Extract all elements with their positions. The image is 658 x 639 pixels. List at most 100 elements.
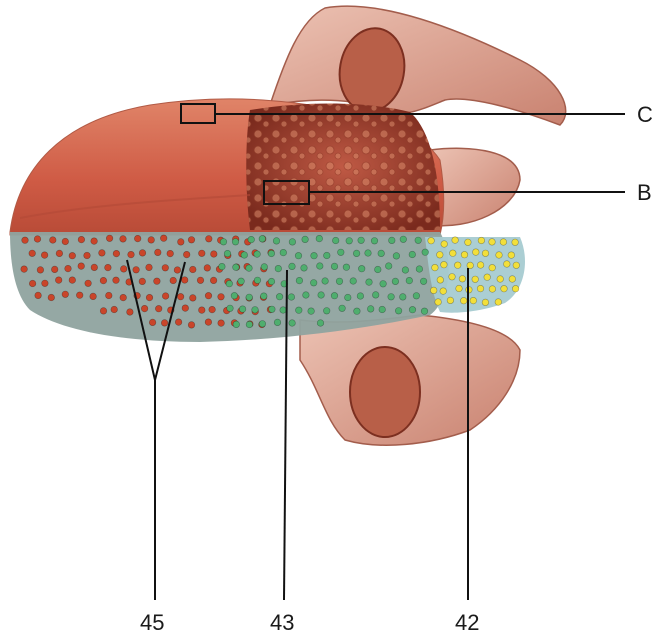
red-taste-dot	[69, 277, 76, 284]
green-taste-dot	[413, 293, 420, 300]
root-papillae-texture	[246, 104, 440, 231]
green-taste-dot	[318, 292, 325, 299]
red-taste-dot	[218, 320, 225, 327]
yellow-taste-dot	[489, 286, 496, 293]
red-taste-dot	[85, 280, 92, 287]
lower-tonsil	[350, 347, 420, 437]
label-43: 43	[270, 610, 294, 635]
green-taste-dot	[231, 292, 238, 299]
green-taste-dot	[275, 265, 282, 272]
green-taste-dot	[239, 306, 246, 313]
green-taste-dot	[353, 250, 360, 257]
green-taste-dot	[219, 263, 226, 270]
red-taste-dot	[183, 251, 190, 258]
yellow-taste-dot	[472, 276, 479, 283]
yellow-taste-dot	[508, 252, 515, 259]
green-taste-dot	[276, 293, 283, 300]
yellow-taste-dot	[482, 250, 489, 257]
green-taste-dot	[295, 252, 302, 259]
yellow-taste-dot	[456, 285, 463, 292]
red-taste-dot	[211, 251, 218, 258]
green-taste-dot	[280, 307, 287, 314]
green-taste-dot	[365, 250, 372, 257]
green-taste-dot	[280, 249, 287, 256]
green-taste-dot	[402, 267, 409, 274]
green-taste-dot	[246, 321, 253, 328]
green-taste-dot	[303, 292, 310, 299]
red-taste-dot	[62, 291, 69, 298]
green-taste-dot	[317, 263, 324, 270]
green-taste-dot	[354, 308, 361, 315]
red-taste-dot	[41, 252, 48, 259]
yellow-taste-dot	[470, 297, 477, 304]
green-taste-dot	[343, 264, 350, 271]
green-taste-dot	[322, 278, 329, 285]
yellow-taste-dot	[449, 274, 456, 281]
label-42: 42	[455, 610, 479, 635]
red-taste-dot	[42, 280, 49, 287]
red-taste-dot	[209, 306, 216, 313]
yellow-taste-dot	[440, 288, 447, 295]
yellow-taste-dot	[489, 239, 496, 246]
red-taste-dot	[127, 309, 134, 316]
green-taste-dot	[422, 249, 429, 256]
red-taste-dot	[206, 236, 213, 243]
green-taste-dot	[323, 308, 330, 315]
yellow-taste-dot	[452, 237, 459, 244]
yellow-taste-dot	[432, 264, 439, 271]
red-taste-dot	[34, 236, 41, 243]
red-taste-dot	[91, 264, 98, 271]
red-taste-dot	[51, 266, 58, 273]
yellow-taste-dot	[450, 250, 457, 257]
yellow-taste-dot	[459, 276, 466, 283]
red-taste-dot	[205, 292, 212, 299]
red-taste-dot	[21, 266, 28, 273]
red-taste-dot	[139, 250, 146, 257]
red-taste-dot	[78, 236, 85, 243]
red-taste-dot	[182, 305, 189, 312]
red-taste-dot	[167, 250, 174, 257]
red-taste-dot	[120, 294, 127, 301]
red-taste-dot	[29, 280, 36, 287]
red-taste-dot	[162, 265, 169, 272]
green-taste-dot	[269, 306, 276, 313]
green-taste-dot	[371, 238, 378, 245]
red-taste-dot	[65, 265, 72, 272]
yellow-taste-dot	[428, 237, 435, 244]
yellow-taste-dot	[500, 239, 507, 246]
yellow-taste-dot	[437, 252, 444, 259]
red-taste-dot	[99, 250, 106, 257]
green-taste-dot	[246, 265, 253, 272]
yellow-taste-dot	[437, 277, 444, 284]
green-taste-dot	[358, 237, 365, 244]
yellow-taste-dot	[512, 285, 519, 292]
red-taste-dot	[181, 277, 188, 284]
yellow-taste-dot	[435, 299, 442, 306]
green-taste-dot	[388, 294, 395, 301]
yellow-taste-dot	[430, 287, 437, 294]
green-taste-dot	[302, 236, 309, 243]
green-taste-dot	[289, 320, 296, 327]
red-taste-dot	[139, 278, 146, 285]
red-taste-dot	[161, 320, 168, 327]
yellow-taste-dot	[504, 261, 511, 268]
red-taste-dot	[146, 294, 153, 301]
red-taste-dot	[84, 252, 91, 259]
green-taste-dot	[409, 306, 416, 313]
red-taste-dot	[111, 306, 118, 313]
red-taste-dot	[175, 319, 182, 326]
green-taste-dot	[254, 251, 261, 258]
red-taste-dot	[170, 277, 177, 284]
red-taste-dot	[106, 235, 113, 242]
green-taste-dot	[296, 307, 303, 314]
red-taste-dot	[113, 250, 120, 257]
green-taste-dot	[393, 253, 400, 260]
yellow-taste-dot	[509, 276, 516, 283]
red-taste-dot	[128, 251, 135, 258]
green-taste-dot	[311, 252, 318, 259]
red-taste-dot	[105, 264, 112, 271]
red-taste-dot	[199, 250, 206, 257]
green-taste-dot	[233, 321, 240, 328]
yellow-taste-dot	[460, 297, 467, 304]
